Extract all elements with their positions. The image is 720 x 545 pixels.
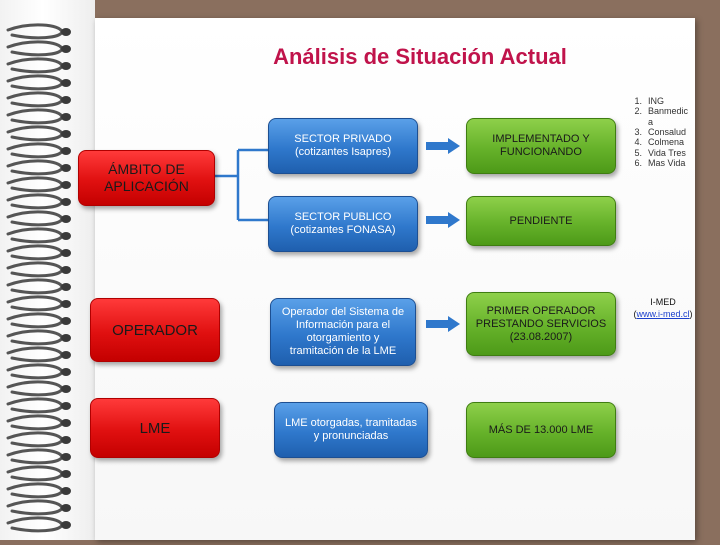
lme-status-label: MÁS DE 13.000 LME xyxy=(488,423,594,436)
lme-desc-label: LME otorgadas, tramitadas y pronunciadas xyxy=(284,417,418,442)
operador-desc-box: Operador del Sistema de Información para… xyxy=(270,298,416,366)
ambito-box: ÁMBITO DE APLICACIÓN xyxy=(78,150,215,206)
imed-link-open: ( xyxy=(633,309,637,319)
spiral-binding xyxy=(0,0,95,540)
lme-box: LME xyxy=(90,398,220,458)
list-item: 4. Colmena xyxy=(634,137,685,147)
operador-label: OPERADOR xyxy=(112,321,198,339)
imed-link[interactable]: www.i-med.cl xyxy=(636,309,690,319)
sector-privado-box: SECTOR PRIVADO (cotizantes Isapres) xyxy=(268,118,418,174)
slide-title: Análisis de Situación Actual xyxy=(273,44,567,69)
list-item: 2. Banmedic a xyxy=(634,106,689,127)
list-item: 5. Vida Tres xyxy=(634,148,686,158)
imed-link-close: ) xyxy=(689,309,693,319)
list-item: 3. Consalud xyxy=(634,127,687,137)
list-item: 1. ING xyxy=(634,96,665,106)
operador-box: OPERADOR xyxy=(90,298,220,362)
isapres-list: 1. ING 2. Banmedic a 3. Consalud 4. Colm… xyxy=(628,96,698,186)
sector-privado-label: SECTOR PRIVADO (cotizantes Isapres) xyxy=(294,133,392,158)
privado-status-label: IMPLEMENTADO Y FUNCIONANDO xyxy=(492,133,590,158)
arrow-right-icon xyxy=(426,138,460,154)
publico-status-box: PENDIENTE xyxy=(466,196,616,246)
list-item: 6. Mas Vida xyxy=(634,158,686,168)
operador-status-box: PRIMER OPERADOR PRESTANDO SERVICIOS (23.… xyxy=(466,292,616,356)
publico-status-label: PENDIENTE xyxy=(509,214,573,227)
privado-status-box: IMPLEMENTADO Y FUNCIONANDO xyxy=(466,118,616,174)
arrow-right-icon xyxy=(426,212,460,228)
sector-publico-label: SECTOR PUBLICO (cotizantes FONASA) xyxy=(290,211,396,236)
lme-label: LME xyxy=(139,419,171,437)
operador-status-label: PRIMER OPERADOR PRESTANDO SERVICIOS (23.… xyxy=(475,304,607,343)
imed-name: I-MED xyxy=(650,297,676,307)
ambito-label: ÁMBITO DE APLICACIÓN xyxy=(104,161,189,194)
operador-desc-label: Operador del Sistema de Información para… xyxy=(281,306,405,357)
lme-status-box: MÁS DE 13.000 LME xyxy=(466,402,616,458)
imed-note: I-MED (www.i-med.cl) xyxy=(628,296,698,320)
lme-desc-box: LME otorgadas, tramitadas y pronunciadas xyxy=(274,402,428,458)
sector-publico-box: SECTOR PUBLICO (cotizantes FONASA) xyxy=(268,196,418,252)
arrow-right-icon xyxy=(426,316,460,332)
